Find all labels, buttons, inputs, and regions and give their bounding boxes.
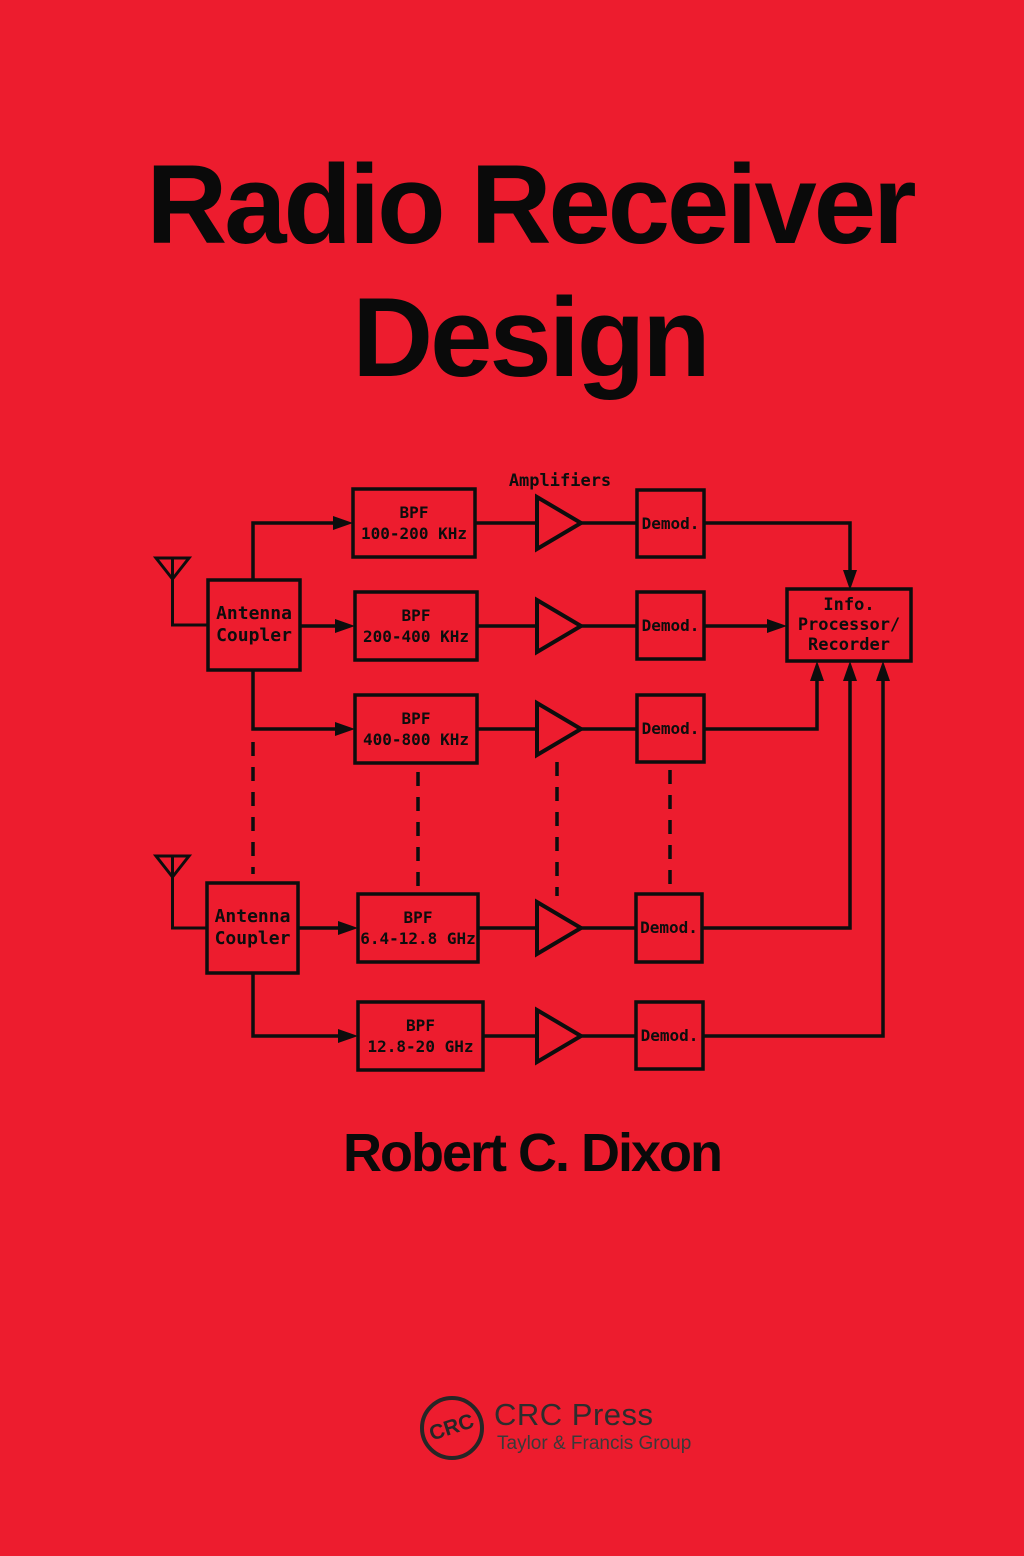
demod-2-text: Demod. — [641, 615, 700, 635]
bpf-1-label: BPF 100-200 KHz — [353, 489, 475, 557]
amplifier-5-icon — [535, 1006, 585, 1066]
antenna-coupler-2-line1: Antenna — [214, 906, 291, 927]
bpf-5-label: BPF 12.8-20 GHz — [358, 1002, 483, 1070]
antenna-coupler-2-line2: Coupler — [214, 928, 291, 949]
info-processor-box — [785, 587, 913, 663]
arrowheads — [333, 516, 890, 1043]
bpf-2-line1: BPF — [401, 606, 431, 625]
antenna-coupler-2-label: Antenna Coupler — [207, 883, 298, 973]
connector-lines — [251, 521, 885, 1038]
info-line3: Recorder — [808, 635, 890, 655]
title-line-1: Radio Receiver — [146, 142, 916, 267]
antenna-coupler-1-label: Antenna Coupler — [208, 580, 300, 670]
demod-2-label: Demod. — [637, 592, 704, 659]
antenna-coupler-1-line2: Coupler — [216, 625, 292, 646]
publisher-group: Taylor & Francis Group — [497, 1433, 692, 1454]
amplifiers-label: Amplifiers — [508, 471, 612, 491]
demod-5-label: Demod. — [636, 1002, 703, 1069]
crc-monogram: CRC — [426, 1409, 478, 1446]
info-line2: Processor/ — [797, 615, 901, 635]
bpf-5-line1: BPF — [406, 1016, 435, 1035]
bpf-2-label: BPF 200-400 KHz — [355, 592, 477, 660]
amplifier-1-icon — [535, 493, 585, 553]
demod-3-text: Demod. — [641, 718, 700, 738]
demod-5-text: Demod. — [640, 1025, 699, 1045]
bpf-3-line2: 400-800 KHz — [363, 730, 469, 749]
demod-4-text: Demod. — [640, 918, 698, 937]
bpf-5-line2: 12.8-20 GHz — [367, 1037, 474, 1056]
bpf-1-line1: BPF — [399, 503, 429, 522]
amplifier-4-icon — [535, 898, 585, 958]
bpf-3-label: BPF 400-800 KHz — [355, 695, 477, 763]
crc-logo-icon: CRC — [420, 1396, 484, 1460]
info-processor-label: Info. Processor/ Recorder — [787, 589, 911, 661]
book-title: Radio Receiver Design — [0, 138, 1024, 405]
amplifier-2-icon — [535, 596, 585, 656]
bpf-4-line1: BPF — [403, 908, 433, 927]
info-line1: Info. — [823, 595, 875, 615]
bpf-4-line2: 6.4-12.8 GHz — [360, 929, 476, 948]
bpf-3-line1: BPF — [401, 709, 431, 728]
demod-3-label: Demod. — [637, 695, 704, 762]
demod-1-label: Demod. — [637, 490, 704, 557]
bpf-1-line2: 100-200 KHz — [361, 524, 467, 543]
demod-4-label: Demod. — [636, 894, 702, 962]
antenna-coupler-1-line1: Antenna — [216, 603, 292, 624]
publisher-name: CRC Press — [494, 1397, 654, 1432]
author-name: Robert C. Dixon — [342, 1123, 723, 1183]
title-line-2: Design — [352, 275, 710, 401]
ellipsis-dashed-lines — [251, 742, 672, 896]
bpf-2-line2: 200-400 KHz — [363, 627, 469, 646]
bpf-4-label: BPF 6.4-12.8 GHz — [358, 894, 478, 962]
amplifier-3-icon — [535, 699, 585, 759]
demod-1-text: Demod. — [641, 513, 700, 533]
